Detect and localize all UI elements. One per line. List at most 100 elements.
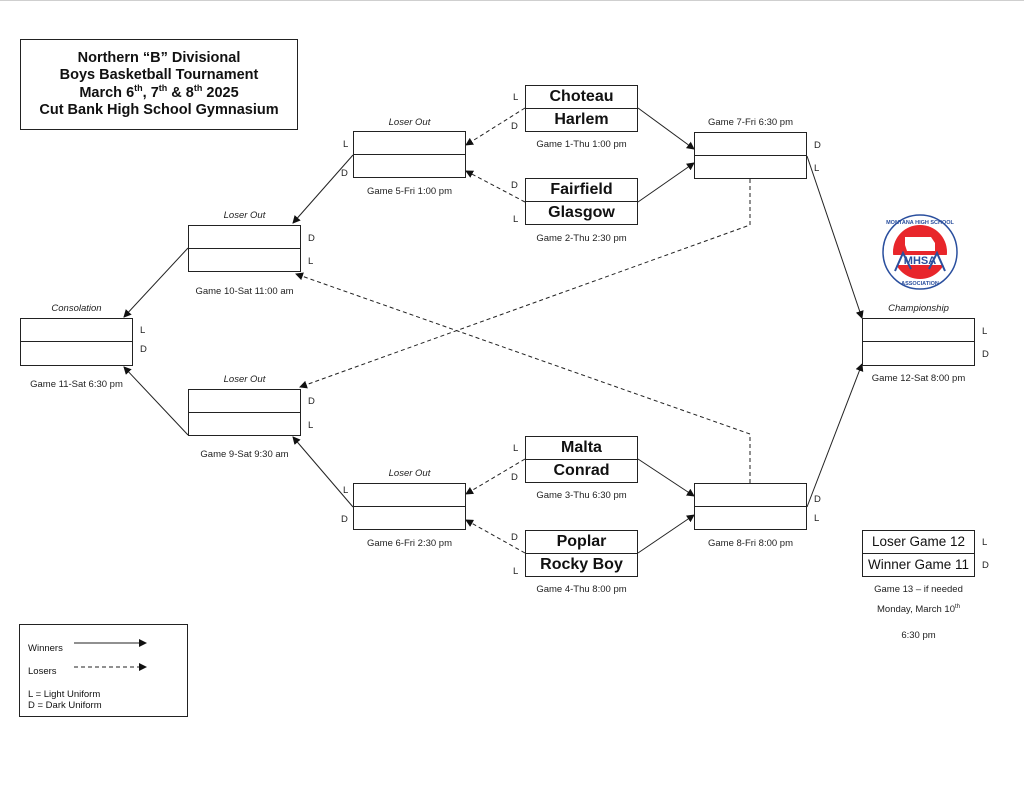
team-slot[interactable] xyxy=(354,132,465,155)
team-slot[interactable] xyxy=(695,484,806,507)
team-slot[interactable] xyxy=(354,484,465,507)
legend-dark-uniform: D = Dark Uniform xyxy=(28,700,102,711)
title-line-1: Northern “B” Divisional xyxy=(77,49,241,66)
uniform-label: D xyxy=(511,472,518,483)
game-caption: Game 8-Fri 8:00 pm xyxy=(708,538,793,549)
loser-line-g4-g6 xyxy=(465,519,526,554)
title-line-3: March 6th, 7th & 8th 2025 xyxy=(79,82,239,103)
team-slot[interactable] xyxy=(189,390,300,413)
team-slot[interactable] xyxy=(354,155,465,178)
loser-line-g3-g6 xyxy=(465,458,526,495)
game-6-slots xyxy=(353,483,466,530)
uniform-label: D xyxy=(140,344,147,355)
team-slot[interactable]: Poplar xyxy=(526,531,637,554)
title-date-part: 2025 xyxy=(202,84,239,101)
uniform-label: D xyxy=(982,349,989,360)
game-header: Loser Out xyxy=(388,468,431,479)
uniform-label: L xyxy=(814,163,820,174)
title-date-part: March 6 xyxy=(79,84,135,101)
team-slot[interactable]: Glasgow xyxy=(548,203,615,221)
uniform-label: D xyxy=(511,180,518,191)
winner-line-g2-g7 xyxy=(637,162,695,203)
team-slot[interactable] xyxy=(695,507,806,530)
uniform-label: L xyxy=(513,92,519,103)
team-slot[interactable] xyxy=(189,226,300,249)
title-date-sup: th xyxy=(193,82,203,93)
team-slot[interactable]: Malta xyxy=(526,437,637,460)
logo-bottom-text: ASSOCIATION xyxy=(901,281,939,287)
title-line-4: Cut Bank High School Gymnasium xyxy=(39,102,279,118)
team-slot[interactable]: Harlem xyxy=(554,110,609,128)
game-caption: Game 2-Thu 2:30 pm xyxy=(536,233,627,244)
team-slot[interactable]: Loser Game 12 xyxy=(863,531,974,554)
uniform-label: D xyxy=(308,233,315,244)
game-caption: Game 12-Sat 8:00 pm xyxy=(871,373,966,384)
title-date-part: , 7 xyxy=(142,84,159,101)
game-13-time: 6:30 pm xyxy=(901,630,936,641)
uniform-label: L xyxy=(140,325,146,336)
team-slot[interactable]: Conrad xyxy=(553,461,610,479)
title-date-part: & 8 xyxy=(167,84,194,101)
team-slot[interactable] xyxy=(21,319,132,342)
uniform-label: D xyxy=(814,494,821,505)
legend-box: Winners Losers L = Light Uniform D = Dar… xyxy=(19,624,188,717)
logo-center-text: MHSA xyxy=(904,255,936,267)
game-10-slots xyxy=(188,225,301,272)
team-slot[interactable]: Fairfield xyxy=(526,179,637,202)
team-slot[interactable] xyxy=(189,413,300,436)
team-slot[interactable]: Choteau xyxy=(526,86,637,109)
uniform-label: L xyxy=(513,214,519,225)
legend-light-uniform: L = Light Uniform xyxy=(28,689,101,700)
uniform-label: D xyxy=(341,168,348,179)
uniform-label: L xyxy=(982,326,988,337)
team-slot[interactable]: Winner Game 11 xyxy=(867,557,970,573)
uniform-label: D xyxy=(814,140,821,151)
winner-line-g1-g7 xyxy=(637,107,695,150)
team-slot[interactable] xyxy=(695,133,806,156)
game-13-date-text: Monday, March 10 xyxy=(877,604,955,616)
game-9-slots xyxy=(188,389,301,436)
uniform-label: D xyxy=(511,532,518,543)
game-3-matchup: Malta Conrad xyxy=(525,436,638,483)
game-header: Loser Out xyxy=(223,210,266,221)
uniform-label: L xyxy=(513,566,519,577)
team-slot[interactable]: Rocky Boy xyxy=(540,555,623,573)
game-header: Consolation xyxy=(51,303,102,314)
game-13-caption: Game 13 – if needed xyxy=(874,584,963,595)
winner-line-g9-g11 xyxy=(123,366,189,436)
team-slot[interactable] xyxy=(354,507,465,530)
game-caption: Game 6-Fri 2:30 pm xyxy=(367,538,452,549)
winner-line-g3-g8 xyxy=(637,458,695,497)
game-13-date: Monday, March 10th xyxy=(862,604,975,615)
game-12-slots xyxy=(862,318,975,366)
game-13-date-sup: th xyxy=(954,604,960,610)
game-caption: Game 10-Sat 11:00 am xyxy=(195,286,294,297)
game-header: Loser Out xyxy=(388,117,431,128)
game-7-slots xyxy=(694,132,807,179)
game-11-slots xyxy=(20,318,133,366)
loser-line-g1-g5 xyxy=(465,107,526,146)
title-date-sup: th xyxy=(158,82,168,93)
team-slot[interactable] xyxy=(695,156,806,179)
team-slot[interactable] xyxy=(863,342,974,365)
team-slot[interactable] xyxy=(863,319,974,342)
legend-winners-label: Winners xyxy=(28,643,63,654)
team-slot[interactable] xyxy=(189,249,300,272)
game-2-matchup: Fairfield Glasgow xyxy=(525,178,638,225)
logo-top-text: MONTANA HIGH SCHOOL xyxy=(886,220,954,226)
uniform-label: L xyxy=(343,485,349,496)
game-caption: Game 5-Fri 1:00 pm xyxy=(367,186,452,197)
game-caption: Game 9-Sat 9:30 am xyxy=(200,449,289,460)
uniform-label: D xyxy=(308,396,315,407)
game-caption: Game 4-Thu 8:00 pm xyxy=(536,584,627,595)
uniform-label: D xyxy=(511,121,518,132)
game-header: Championship xyxy=(888,303,949,314)
team-slot[interactable] xyxy=(21,342,132,365)
game-13-matchup: Loser Game 12 Winner Game 11 xyxy=(862,530,975,577)
uniform-label: L xyxy=(814,513,820,524)
game-4-matchup: Poplar Rocky Boy xyxy=(525,530,638,577)
uniform-label: L xyxy=(343,139,349,150)
title-line-2: Boys Basketball Tournament xyxy=(59,67,259,83)
game-1-matchup: Choteau Harlem xyxy=(525,85,638,132)
